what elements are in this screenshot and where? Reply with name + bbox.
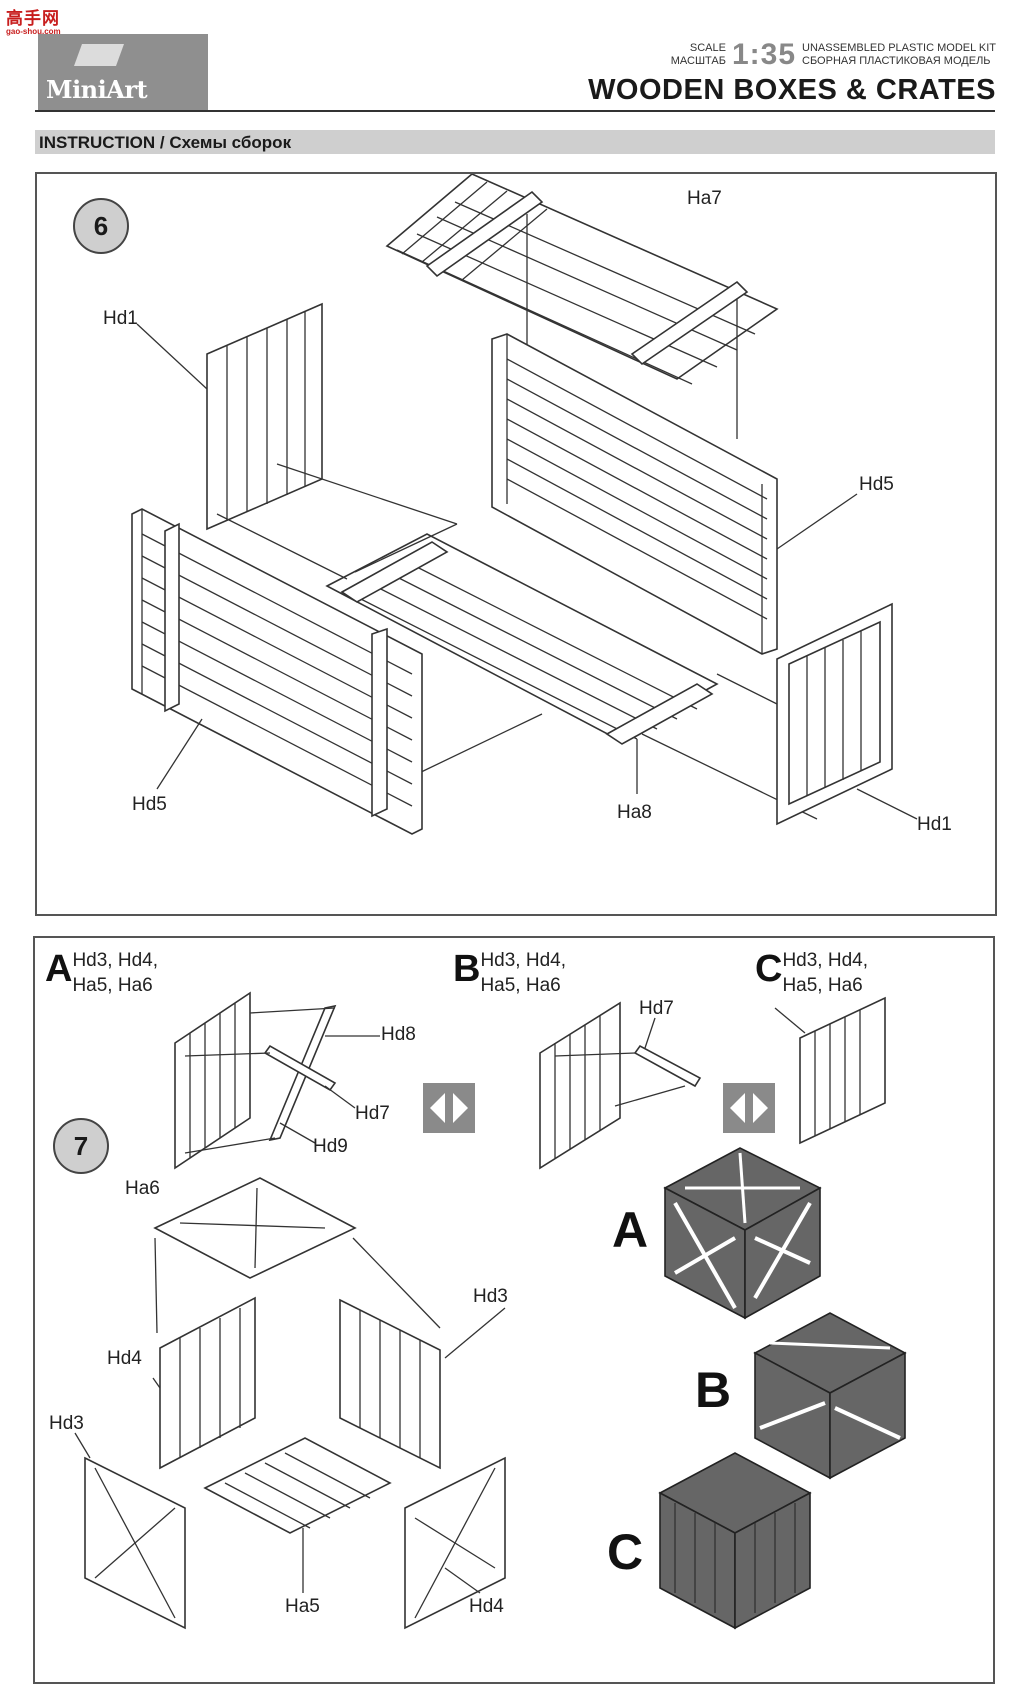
kit-type-en: UNASSEMBLED PLASTIC MODEL KIT — [802, 42, 996, 54]
variant-b-parts — [539, 1001, 702, 1170]
page-title: WOODEN BOXES & CRATES — [588, 74, 996, 106]
brand-name: MiniArt — [46, 75, 148, 104]
scale-label: SCALE МАСШТАБ — [671, 42, 726, 68]
part-hd1-lower — [776, 602, 918, 826]
variant-b-parts-list: Hd3, Hd4, Ha5, Ha6 — [480, 948, 566, 998]
variant-b-parts-line2: Ha5, Ha6 — [480, 975, 561, 996]
label-hd1-lower: Hd1 — [917, 814, 952, 835]
logo-box-shape — [73, 44, 125, 66]
variant-a-parts-line1: Hd3, Hd4, — [72, 950, 158, 971]
label-ha7: Ha7 — [687, 188, 722, 209]
header-info: SCALE МАСШТАБ 1:35 UNASSEMBLED PLASTIC M… — [588, 38, 996, 107]
kit-type: UNASSEMBLED PLASTIC MODEL KIT СБОРНАЯ ПЛ… — [802, 42, 996, 68]
watermark: 高手网 gao-shou.com — [6, 4, 61, 36]
label-hd3-right: Hd3 — [473, 1286, 508, 1307]
label-ha8: Ha8 — [617, 802, 652, 823]
scale-label-ru: МАСШТАБ — [670, 55, 726, 67]
variant-c-parts-list: Hd3, Hd4, Ha5, Ha6 — [782, 948, 868, 998]
variant-c-parts-line1: Hd3, Hd4, — [782, 950, 868, 971]
result-label-a: A — [612, 1202, 649, 1258]
swap-arrows-1 — [423, 1083, 475, 1133]
variant-a-parts-line2: Ha5, Ha6 — [72, 975, 153, 996]
header-divider — [35, 110, 995, 112]
swap-arrows-2 — [723, 1083, 775, 1133]
label-hd9: Hd9 — [313, 1136, 348, 1157]
variant-c-header: C Hd3, Hd4, Ha5, Ha6 — [755, 948, 868, 998]
variant-c-parts — [774, 996, 886, 1145]
step-6-drawing — [131, 174, 918, 835]
crate-b-result — [753, 1312, 907, 1480]
part-ha8-base — [216, 463, 818, 820]
result-label-c: C — [607, 1524, 644, 1580]
label-hd7-a: Hd7 — [355, 1103, 390, 1124]
variant-b-letter: B — [453, 948, 481, 990]
kit-type-ru: СБОРНАЯ ПЛАСТИКОВАЯ МОДЕЛЬ — [802, 55, 991, 67]
instruction-bar: INSTRUCTION / Схемы сборок — [35, 130, 995, 154]
step-6-number: 6 — [73, 198, 129, 254]
variant-c-parts-line2: Ha5, Ha6 — [782, 975, 863, 996]
label-hd5-right: Hd5 — [859, 474, 894, 495]
label-ha6: Ha6 — [125, 1178, 160, 1199]
label-hd4-left: Hd4 — [107, 1348, 142, 1369]
label-ha5: Ha5 — [285, 1596, 320, 1617]
variant-a-parts-list: Hd3, Hd4, Ha5, Ha6 — [72, 948, 158, 998]
variant-a-letter: A — [45, 948, 73, 990]
part-ha7-lid — [385, 174, 779, 439]
step-7-exploded-crate — [74, 1177, 506, 1630]
label-hd5-left: Hd5 — [132, 794, 167, 815]
step-7-panel: A Hd3, Hd4, Ha5, Ha6 B Hd3, Hd4, Ha5, Ha… — [33, 936, 995, 1684]
variant-c-letter: C — [755, 948, 783, 990]
crate-c-result — [658, 1452, 812, 1630]
step-7-drawing — [74, 991, 907, 1630]
result-label-b: B — [695, 1362, 732, 1418]
variant-a-header: A Hd3, Hd4, Ha5, Ha6 — [45, 948, 158, 998]
brand-logo: MiniArt — [38, 34, 208, 110]
variant-b-parts-line1: Hd3, Hd4, — [480, 950, 566, 971]
step-7-number: 7 — [53, 1118, 109, 1174]
label-hd3-left: Hd3 — [49, 1413, 84, 1434]
part-hd1-upper — [136, 302, 323, 531]
watermark-name: 高手网 — [6, 9, 60, 28]
watermark-domain: gao-shou.com — [6, 27, 61, 36]
label-hd4-bottom: Hd4 — [469, 1596, 504, 1617]
variant-a-parts — [174, 991, 380, 1170]
scale-label-en: SCALE — [689, 42, 726, 54]
part-hd5-back — [491, 333, 858, 655]
part-hd5-front — [131, 508, 423, 835]
label-hd8: Hd8 — [381, 1024, 416, 1045]
crate-a-result — [663, 1147, 822, 1320]
label-hd7-b: Hd7 — [639, 998, 674, 1019]
instruction-bar-text: INSTRUCTION / Схемы сборок — [39, 133, 292, 152]
label-hd1-upper: Hd1 — [103, 308, 138, 329]
variant-b-header: B Hd3, Hd4, Ha5, Ha6 — [453, 948, 566, 998]
scale-ratio: 1:35 — [731, 38, 797, 71]
step-6-panel: 6 Ha7 Hd1 Hd5 Hd5 Ha8 Hd1 — [35, 172, 997, 916]
